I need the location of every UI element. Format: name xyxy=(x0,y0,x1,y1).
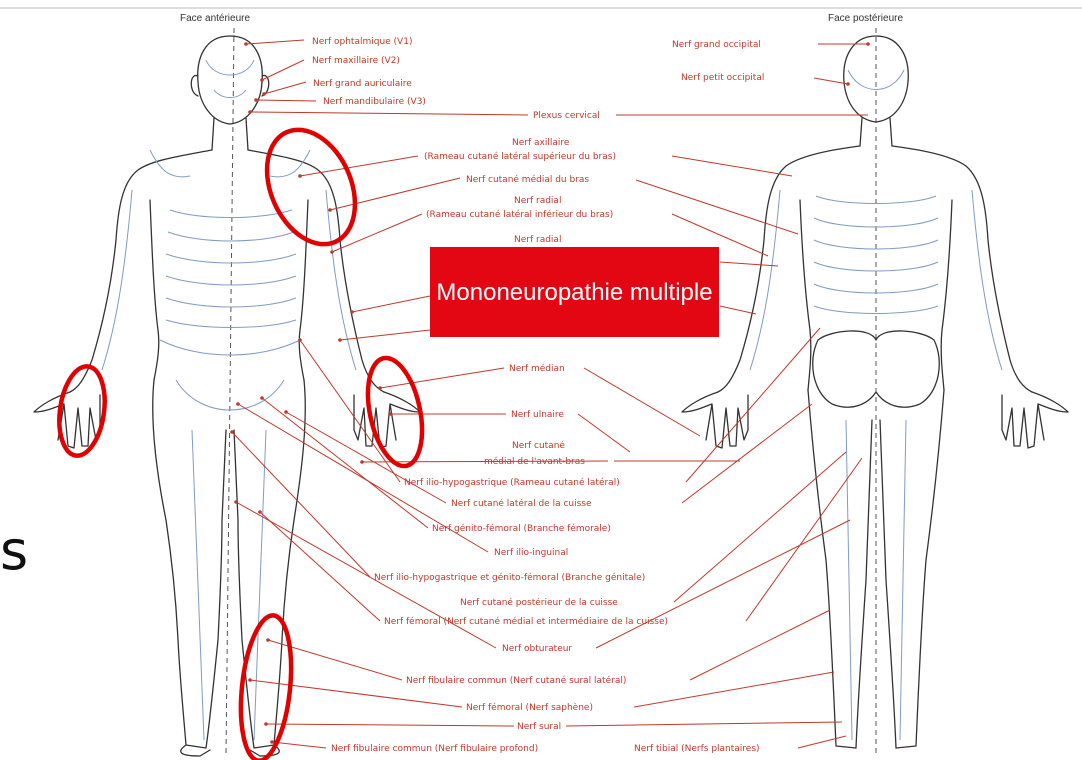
label-plexus-cervical: Plexus cervical xyxy=(533,111,600,121)
label-nerf-tibial: Nerf tibial (Nerfs plantaires) xyxy=(634,744,760,754)
label-nerf-radial-2: Nerf radial xyxy=(514,235,561,245)
label-nerf-sural: Nerf sural xyxy=(517,722,561,732)
label-genito-femoral: Nerf génito-fémoral (Branche fémorale) xyxy=(432,523,611,534)
label-cutane-lateral-cuisse: Nerf cutané latéral de la cuisse xyxy=(451,498,592,509)
label-nerf-mandibulaire: Nerf mandibulaire (V3) xyxy=(323,97,426,107)
label-medial-avant-bras: médial de l'avant-bras xyxy=(484,456,585,467)
face-posterior-title: Face postérieure xyxy=(828,13,903,24)
label-cutane-posterieur-cuisse: Nerf cutané postérieur de la cuisse xyxy=(460,597,618,608)
label-ilio-inguinal: Nerf ilio-inguinal xyxy=(494,548,568,558)
label-nerf-grand-auriculaire: Nerf grand auriculaire xyxy=(313,79,412,89)
label-nerf-axillaire: Nerf axillaire xyxy=(512,138,570,148)
label-nerf-obturateur: Nerf obturateur xyxy=(502,644,572,654)
nerve-labels-anterior: Nerf ophtalmique (V1) Nerf maxillaire (V… xyxy=(312,37,426,107)
label-fibulaire-profond: Nerf fibulaire commun (Nerf fibulaire pr… xyxy=(331,744,538,754)
label-grand-occipital: Nerf grand occipital xyxy=(672,40,761,50)
cropped-edge-text: s xyxy=(0,521,40,581)
highlight-shoulder xyxy=(250,116,372,258)
nerve-labels-posterior: Nerf grand occipital Nerf petit occipita… xyxy=(672,40,764,83)
face-anterior-title: Face antérieure xyxy=(180,13,250,24)
label-nerf-radial-1: Nerf radial xyxy=(514,196,561,206)
label-fibulaire-sural: Nerf fibulaire commun (Nerf cutané sural… xyxy=(406,675,626,686)
label-nerf-ophtalmique: Nerf ophtalmique (V1) xyxy=(312,37,412,47)
label-nerf-median: Nerf médian xyxy=(509,363,565,374)
label-rameau-lateral-superieur: (Rameau cutané latéral supérieur du bras… xyxy=(424,151,616,162)
label-ilio-hypogastrique-genito: Nerf ilio-hypogastrique et génito-fémora… xyxy=(374,572,645,583)
label-nerf-cutane-medial-bras: Nerf cutané médial du bras xyxy=(466,174,589,185)
label-ilio-hypogastrique-lateral: Nerf ilio-hypogastrique (Rameau cutané l… xyxy=(404,477,620,488)
affected-areas xyxy=(54,116,431,760)
highlight-left-hand xyxy=(359,353,431,471)
label-nerf-cutane: Nerf cutané xyxy=(512,440,565,451)
highlight-foot xyxy=(235,613,298,760)
anterior-midline xyxy=(226,28,234,755)
anterior-figure xyxy=(34,36,420,756)
mononeuropathy-callout: Mononeuropathie multiple xyxy=(430,247,719,337)
label-femoral-saphene: Nerf fémoral (Nerf saphène) xyxy=(466,702,593,713)
label-nerf-ulnaire: Nerf ulnaire xyxy=(511,410,564,420)
label-nerf-maxillaire: Nerf maxillaire (V2) xyxy=(312,56,400,66)
posterior-figure xyxy=(682,36,1068,748)
label-femoral-cutane-medial: Nerf fémoral (Nerf cutané médial et inte… xyxy=(384,616,668,627)
label-petit-occipital: Nerf petit occipital xyxy=(681,73,764,83)
label-rameau-lateral-inferieur: (Rameau cutané latéral inférieur du bras… xyxy=(426,209,613,220)
